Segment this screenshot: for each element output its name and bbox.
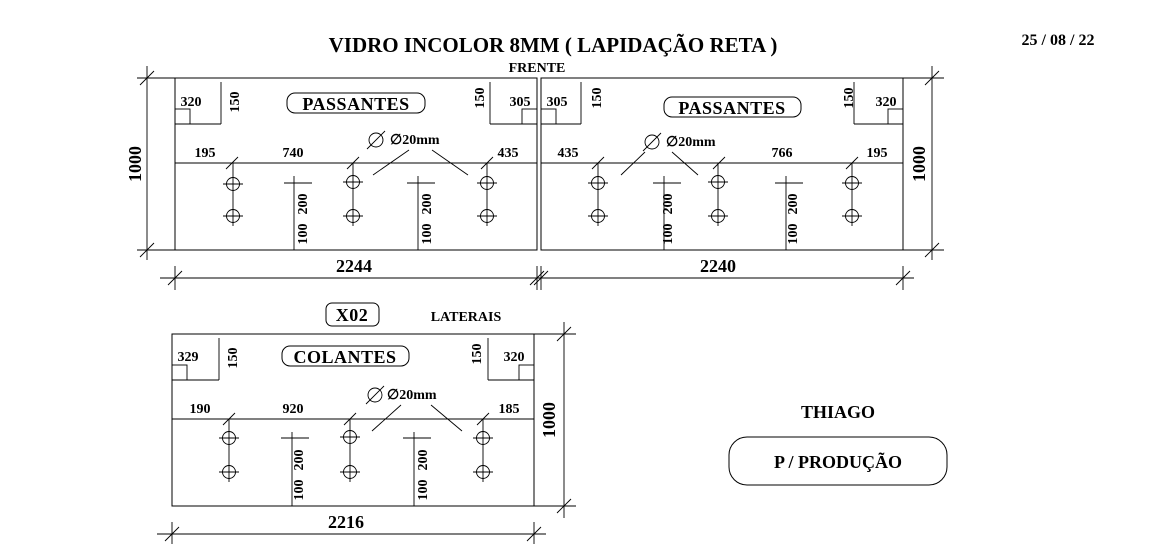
corner-left-width: 305 bbox=[547, 95, 568, 110]
hole-spacing: 766 bbox=[772, 146, 793, 161]
hole-diameter: ∅20mm bbox=[387, 388, 437, 403]
hole-vertical-200: 200 bbox=[420, 194, 435, 215]
hole-column-3 bbox=[842, 163, 862, 226]
front-right-panel: 305 150 150 320 PASSANTES 435 766 195 ∅2… bbox=[540, 77, 904, 251]
hole-column-1 bbox=[219, 419, 239, 482]
drawing-title: VIDRO INCOLOR 8MM ( LAPIDAÇÃO RETA ) bbox=[329, 33, 778, 57]
laterals-width: 2216 bbox=[328, 512, 364, 532]
panel-tag: COLANTES bbox=[293, 347, 396, 367]
hole-vertical-100: 100 bbox=[292, 480, 307, 501]
hole-spacing: 740 bbox=[283, 146, 304, 161]
production-stamp-frame bbox=[728, 436, 948, 486]
hole-vertical-200: 200 bbox=[786, 194, 801, 215]
hole-vertical-200: 200 bbox=[416, 450, 431, 471]
hole-column-1 bbox=[223, 163, 243, 226]
corner-left-width: 320 bbox=[181, 95, 202, 110]
laterals-label: LATERAIS bbox=[431, 310, 502, 325]
hole-vertical-100: 100 bbox=[661, 224, 676, 245]
front-right-width: 2240 bbox=[700, 256, 736, 276]
laterals-width-dimension: 2216 bbox=[157, 512, 546, 544]
author-name: THIAGO bbox=[801, 402, 875, 422]
hole-offset-right: 435 bbox=[498, 146, 519, 161]
hole-vertical-100: 100 bbox=[416, 480, 431, 501]
laterals-quantity: X02 bbox=[336, 305, 369, 325]
front-left-panel: 320 150 150 305 PASSANTES 195 740 435 ∅2… bbox=[174, 77, 538, 251]
corner-left-width: 329 bbox=[178, 350, 199, 365]
corner-left-height: 150 bbox=[226, 348, 241, 369]
corner-left-height: 150 bbox=[590, 88, 605, 109]
laterals-height: 1000 bbox=[539, 402, 559, 438]
hole-vertical-200: 200 bbox=[661, 194, 676, 215]
hole-diameter: ∅20mm bbox=[666, 135, 716, 150]
front-height: 1000 bbox=[909, 146, 929, 182]
corner-right-width: 305 bbox=[510, 95, 531, 110]
hole-offset-right: 195 bbox=[867, 146, 888, 161]
hole-column-1 bbox=[588, 163, 608, 226]
front-label: FRENTE bbox=[509, 61, 566, 76]
drawing-date: 25 / 08 / 22 bbox=[1022, 32, 1095, 49]
hole-vertical-100: 100 bbox=[420, 224, 435, 245]
hole-spacing: 920 bbox=[283, 402, 304, 417]
corner-right-height: 150 bbox=[842, 88, 857, 109]
front-height-dimension-right: 1000 bbox=[903, 66, 944, 260]
hole-column-2 bbox=[708, 163, 728, 226]
hole-offset-left: 190 bbox=[190, 402, 211, 417]
hole-column-3 bbox=[473, 419, 493, 482]
hole-column-2 bbox=[343, 163, 363, 226]
front-left-width: 2244 bbox=[336, 256, 372, 276]
corner-right-width: 320 bbox=[876, 95, 897, 110]
laterals-panel: 329 150 150 320 COLANTES 190 920 185 ∅20… bbox=[171, 333, 535, 507]
hole-vertical-100: 100 bbox=[786, 224, 801, 245]
hole-diameter: ∅20mm bbox=[390, 133, 440, 148]
hole-column-3 bbox=[477, 163, 497, 226]
hole-vertical-100: 100 bbox=[296, 224, 311, 245]
hole-vertical-200: 200 bbox=[296, 194, 311, 215]
corner-right-height: 150 bbox=[473, 88, 488, 109]
corner-right-width: 320 bbox=[504, 350, 525, 365]
hole-offset-left: 435 bbox=[558, 146, 579, 161]
panel-tag: PASSANTES bbox=[302, 94, 409, 114]
front-width-dimensions: 2244 2240 bbox=[160, 256, 914, 290]
hole-column-2 bbox=[340, 419, 360, 482]
laterals-height-dimension: 1000 bbox=[534, 322, 576, 518]
panel-tag: PASSANTES bbox=[678, 98, 785, 118]
production-stamp: P / PRODUÇÃO bbox=[774, 451, 902, 472]
hole-offset-left: 195 bbox=[195, 146, 216, 161]
hole-vertical-200: 200 bbox=[292, 450, 307, 471]
front-height: 1000 bbox=[125, 146, 145, 182]
corner-right-height: 150 bbox=[470, 344, 485, 365]
corner-left-height: 150 bbox=[228, 92, 243, 113]
hole-offset-right: 185 bbox=[499, 402, 520, 417]
front-height-dimension-left: 1000 bbox=[125, 66, 175, 260]
